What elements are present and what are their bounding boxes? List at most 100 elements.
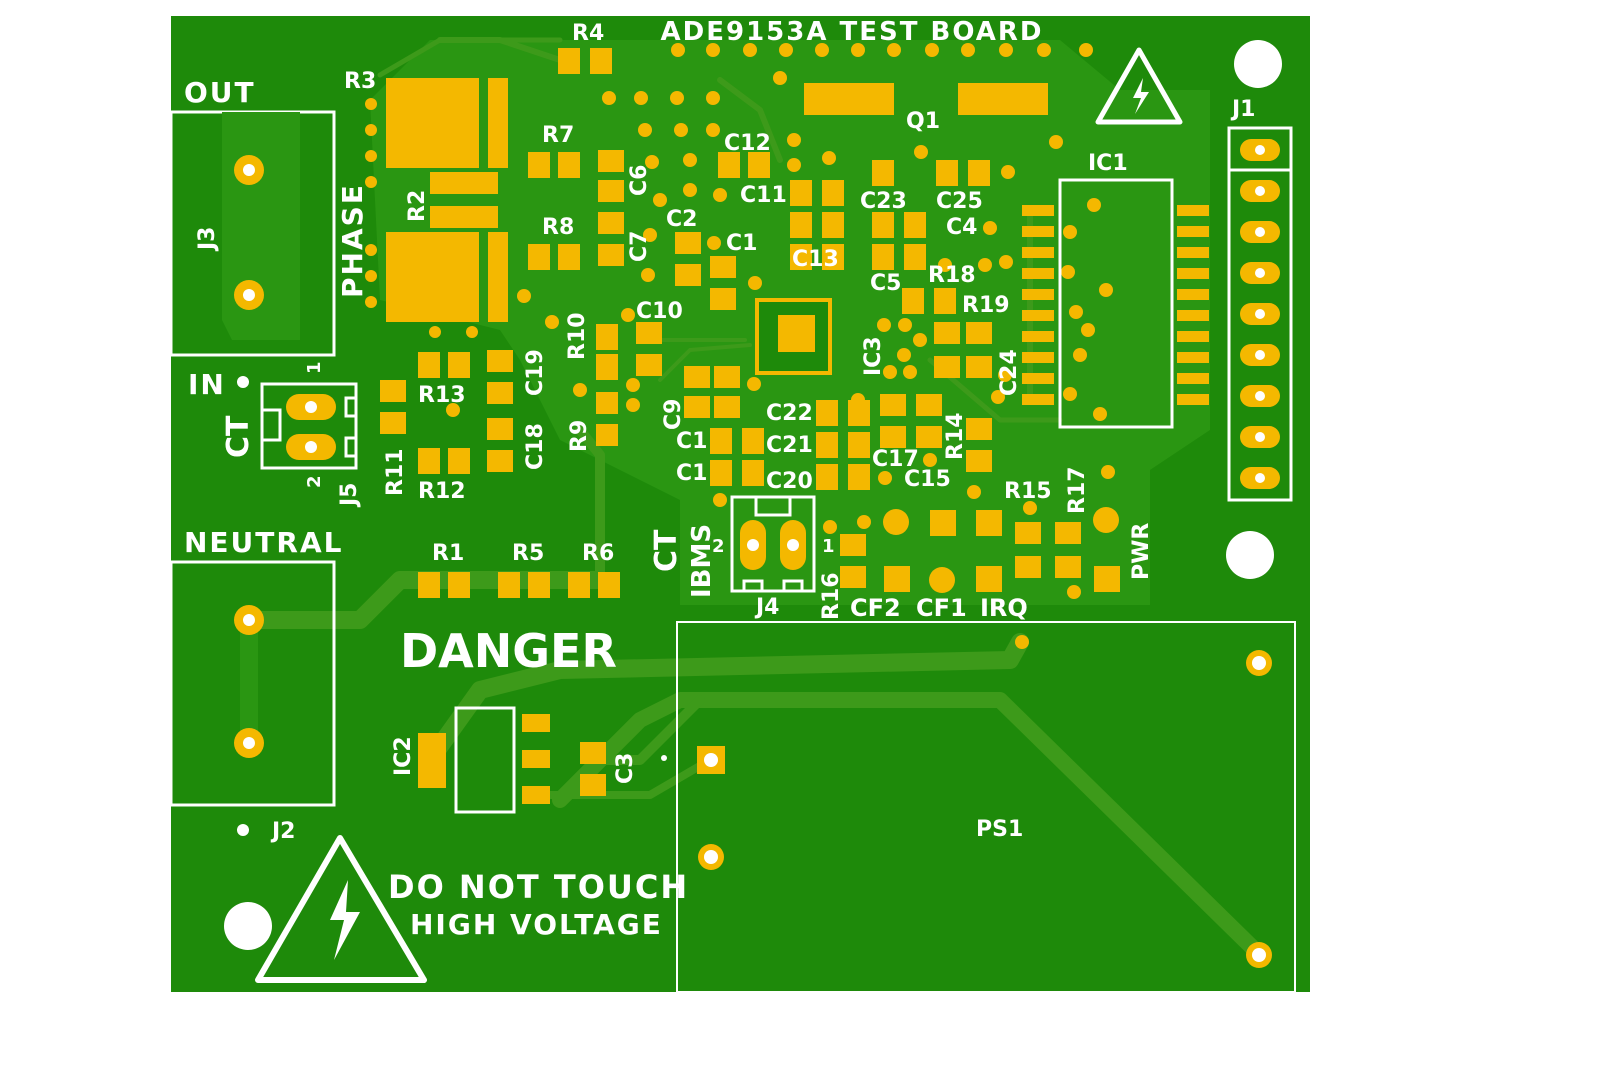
j1-pin-holes: [1255, 145, 1265, 483]
label-c17: C17: [872, 447, 919, 472]
label-cf1: CF1: [916, 594, 967, 622]
label-j5-pin2: 2: [304, 475, 325, 488]
phase-vias: [365, 98, 478, 338]
label-j1: J1: [1230, 97, 1256, 122]
label-c19: C19: [523, 349, 548, 396]
label-neutral: NEUTRAL: [184, 526, 343, 559]
j2-marker-dot: [237, 824, 249, 836]
label-c7: C7: [627, 231, 652, 262]
ic1-outline: [1058, 178, 1174, 429]
label-ic1: IC1: [1088, 151, 1128, 176]
j5-tab-2: [344, 436, 358, 458]
label-c12: C12: [724, 131, 771, 156]
ps1-outline: [676, 621, 1296, 993]
label-r5: R5: [512, 541, 544, 566]
label-r1: R1: [432, 541, 464, 566]
label-c1-mid: C1: [676, 429, 707, 454]
j5-notch: [260, 408, 282, 442]
label-r13: R13: [418, 383, 466, 408]
r3-pad-b: [488, 78, 508, 168]
r2-pad-a: [386, 232, 479, 322]
ps1-pin-c-hole: [1252, 656, 1266, 670]
label-c9: C9: [661, 399, 686, 430]
j5-marker-dot: [237, 376, 249, 388]
label-c24: C24: [997, 349, 1022, 396]
label-ic3: IC3: [861, 336, 886, 376]
q1-pad-1: [804, 83, 894, 115]
j4-tab-1: [742, 579, 764, 593]
label-in: IN: [188, 368, 226, 401]
label-c10: C10: [636, 299, 683, 324]
label-j4-pin1: 1: [822, 536, 835, 557]
j4-hole-1: [747, 539, 759, 551]
label-r12: R12: [418, 479, 466, 504]
mounting-hole-tr: [1234, 40, 1282, 88]
j4-notch: [754, 495, 792, 517]
label-j3: J3: [195, 227, 220, 253]
j2-hole-2: [243, 737, 255, 749]
j2-bridge: [240, 620, 258, 745]
label-c4: C4: [946, 215, 977, 240]
label-c3: C3: [613, 753, 638, 784]
j5-hole-2: [305, 441, 317, 453]
label-r7: R7: [542, 123, 574, 148]
label-ic2: IC2: [391, 736, 416, 776]
ps1-pin-d-hole: [1252, 948, 1266, 962]
warning-line-1: DO NOT TOUCH: [388, 868, 689, 906]
ic2-tab-pad: [418, 733, 446, 788]
label-cf2: CF2: [850, 594, 901, 622]
mounting-hole-bl: [224, 902, 272, 950]
j4-tab-2: [782, 579, 804, 593]
j5-tab-1: [344, 396, 358, 418]
ic3-pad: [778, 315, 815, 352]
board-title: ADE9153A TEST BOARD: [661, 17, 1044, 47]
ic2-outline: [454, 706, 516, 814]
label-pwr: PWR: [1129, 523, 1154, 580]
r2-center-pad: [430, 172, 498, 194]
label-c5: C5: [870, 271, 901, 296]
label-q1: Q1: [906, 109, 940, 134]
j3-pour: [222, 112, 300, 340]
label-ps1: PS1: [976, 817, 1023, 842]
r2-pad-b: [488, 232, 508, 322]
label-r10: R10: [565, 312, 590, 360]
j2-terminal-outline: [169, 560, 336, 807]
ps1-pin-a-hole: [704, 753, 718, 767]
label-c20: C20: [766, 469, 813, 494]
label-c22: C22: [766, 401, 813, 426]
ic2-pin-2: [522, 750, 550, 768]
smd-pads: [380, 150, 1120, 796]
ic2-pin-1: [522, 714, 550, 732]
label-r8: R8: [542, 215, 574, 240]
label-r17: R17: [1065, 466, 1090, 514]
label-r3: R3: [344, 69, 376, 94]
r3-pad-a: [386, 78, 479, 168]
mounting-hole-mr: [1226, 531, 1274, 579]
j4-hole-2: [787, 539, 799, 551]
led-round-pads: [883, 507, 1119, 593]
warning-triangle-large-icon: [255, 835, 427, 983]
r2-center-pad-2: [430, 206, 498, 228]
label-r6: R6: [582, 541, 614, 566]
label-phase: PHASE: [336, 183, 369, 298]
top-vias: [446, 43, 1115, 649]
r4-pad-a: [558, 48, 580, 74]
q1-pad-2: [958, 83, 1048, 115]
label-c1-low: C1: [676, 461, 707, 486]
label-c13: C13: [792, 247, 839, 272]
label-j4: J4: [754, 595, 780, 620]
label-r15: R15: [1004, 479, 1052, 504]
label-c15: C15: [904, 467, 951, 492]
j3-hole-1: [243, 164, 255, 176]
ic1-pins-left: [1022, 205, 1054, 405]
label-ibms: IBMS: [687, 524, 717, 598]
label-c1-top: C1: [726, 231, 757, 256]
label-j4-pin2: 2: [712, 536, 725, 557]
label-j2: J2: [270, 819, 296, 844]
label-c25: C25: [936, 189, 983, 214]
label-c23: C23: [860, 189, 907, 214]
label-r9: R9: [567, 420, 592, 452]
ps1-pin1-dot: [661, 755, 667, 761]
label-r11: R11: [383, 448, 408, 496]
